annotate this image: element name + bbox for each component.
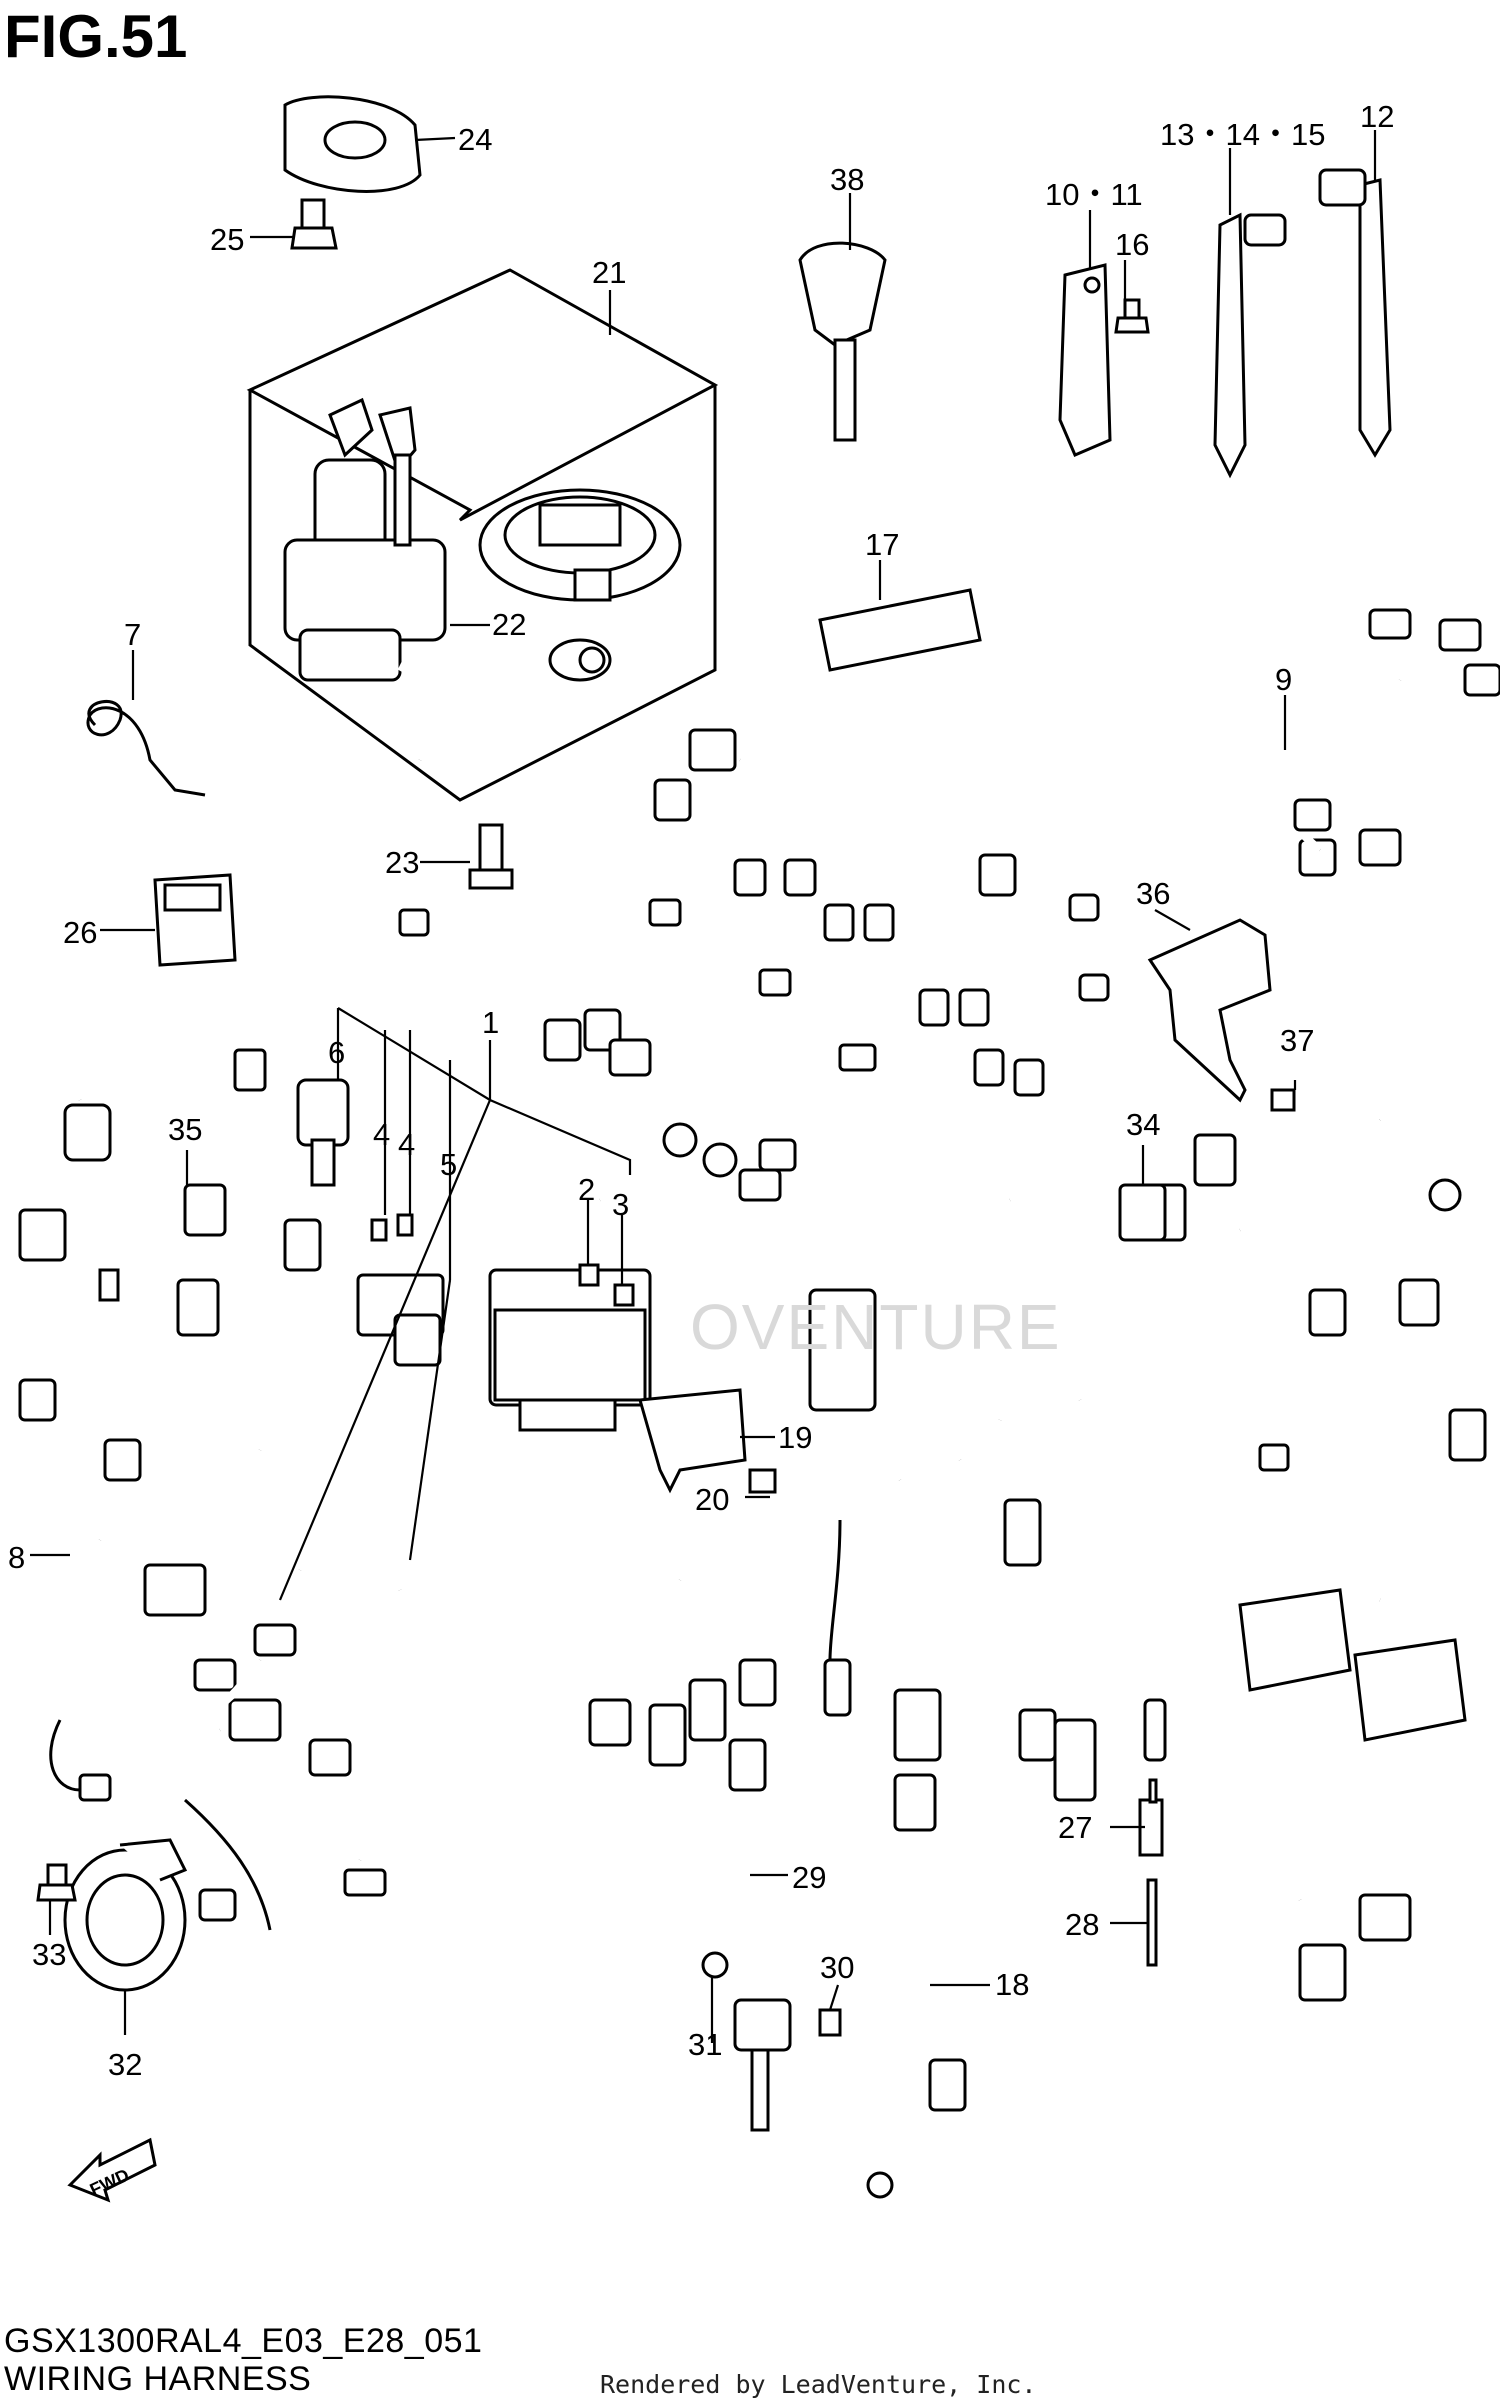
ground-lead-18 [866, 1773, 967, 2199]
callout-29: 29 [792, 1860, 826, 1895]
callout-16: 16 [1115, 227, 1149, 262]
rear-brake-switch [701, 1738, 792, 2132]
sensor-27 [1138, 1778, 1164, 1857]
leader-lines [30, 130, 1377, 2043]
callout-21: 21 [592, 255, 626, 290]
callout-36: 36 [1136, 876, 1170, 911]
ignition-switch-set-box [246, 268, 719, 802]
horn-bolt [36, 1863, 77, 1902]
harness-connectors [143, 728, 1487, 2002]
callout-38: 38 [830, 162, 864, 197]
callout-1: 1 [482, 1005, 499, 1040]
ignition-switch [283, 397, 447, 762]
figure-subtitle: WIRING HARNESS [4, 2360, 312, 2398]
switch-bolt-30 [818, 2008, 842, 2037]
callout-37: 37 [1280, 1023, 1314, 1058]
callout-23: 23 [385, 845, 419, 880]
callout-34: 34 [1126, 1107, 1160, 1142]
spring-28 [1146, 1878, 1158, 1967]
callout-labels: 24 25 38 10・11 16 13・14・15 12 21 22 7 17… [8, 99, 1394, 2200]
callout-20: 20 [695, 1482, 729, 1517]
callout-25: 25 [210, 222, 244, 257]
cover-bolt [290, 198, 338, 250]
callout-5: 5 [440, 1147, 457, 1182]
callout-26: 26 [63, 915, 97, 950]
seat-lock-cylinder [548, 638, 612, 682]
starter-relay [176, 1183, 227, 1337]
callout-3: 3 [612, 1187, 629, 1222]
harness-clamp-10-11 [1058, 263, 1112, 457]
left-harness-8 [18, 1098, 264, 1802]
callout-24: 24 [458, 122, 492, 157]
relay-holder [153, 873, 237, 967]
callout-28: 28 [1065, 1907, 1099, 1942]
sub-harness-9 [1268, 608, 1500, 854]
fuses [370, 1213, 635, 1307]
cushion-pad [818, 588, 982, 672]
callout-9: 9 [1275, 662, 1292, 697]
callout-10-11: 10・11 [1045, 177, 1143, 212]
figure-title: FIG.51 [4, 3, 188, 70]
callout-13-14-15: 13・14・15 [1160, 117, 1325, 152]
ignition-cover [283, 95, 422, 193]
callout-17: 17 [865, 527, 899, 562]
callout-30: 30 [820, 1950, 854, 1985]
model-code: GSX1300RAL4_E03_E28_051 [4, 2322, 483, 2360]
callout-8: 8 [8, 1540, 25, 1575]
callout-2: 2 [578, 1172, 595, 1207]
callout-6: 6 [328, 1035, 345, 1070]
callout-7: 7 [124, 617, 141, 652]
bracket-bolt-37 [1270, 1088, 1296, 1112]
callout-35: 35 [168, 1112, 202, 1147]
callout-4b: 4 [398, 1127, 415, 1162]
callout-27: 27 [1058, 1810, 1092, 1845]
relay-block [356, 1273, 445, 1367]
cable-band-13-15 [1213, 212, 1287, 479]
connector-main-a [233, 1048, 267, 1092]
coupler-34 [1118, 1183, 1167, 1242]
callout-18: 18 [995, 1967, 1029, 2002]
forward-arrow-icon [67, 2137, 157, 2203]
connector-main-b [283, 1218, 322, 1272]
rendered-by-credit: Rendered by LeadVenture, Inc. [600, 2370, 1037, 2399]
fuse-box-bracket [638, 1388, 777, 1494]
callout-32: 32 [108, 2047, 142, 2082]
callout-4a: 4 [373, 1117, 390, 1152]
callout-31: 31 [688, 2027, 722, 2062]
callout-33: 33 [32, 1937, 66, 1972]
callout-19: 19 [778, 1420, 812, 1455]
fuse-box [488, 1268, 652, 1432]
fuel-tank-cap [478, 488, 682, 602]
ignition-key [798, 241, 887, 442]
wire-spring [86, 700, 206, 797]
watermark: OVENTURE [690, 1291, 1062, 1363]
fuse-holder [296, 1078, 350, 1187]
clamp-screw [1114, 298, 1150, 334]
switch-bolt [468, 823, 514, 890]
horn [63, 1798, 272, 1992]
bracket-36 [1147, 918, 1272, 1103]
cable-band-12 [1318, 168, 1392, 458]
callout-12: 12 [1360, 99, 1394, 134]
callout-22: 22 [492, 607, 526, 642]
